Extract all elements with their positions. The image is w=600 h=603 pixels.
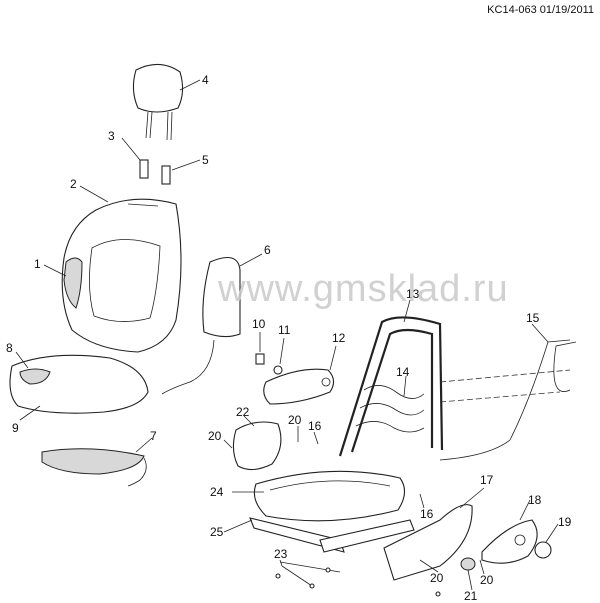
diagram-id: KC14-063 01/19/2011 xyxy=(487,4,594,16)
watermark: www.gmsklad.ru xyxy=(218,268,509,310)
callout-20c: 20 xyxy=(480,573,494,587)
callout-15: 15 xyxy=(526,311,540,325)
callout-18: 18 xyxy=(528,493,542,507)
callout-22: 22 xyxy=(236,405,250,419)
recline-handle xyxy=(481,519,538,564)
callout-2: 2 xyxy=(70,177,77,191)
callout-23: 23 xyxy=(274,547,288,561)
callout-4: 4 xyxy=(202,73,209,87)
callout-9: 9 xyxy=(12,421,19,435)
callout-6: 6 xyxy=(264,243,271,257)
callout-8: 8 xyxy=(6,341,13,355)
armrest-fasteners xyxy=(255,353,283,375)
callout-20a: 20 xyxy=(208,429,222,443)
heater-pad xyxy=(41,448,147,487)
callout-1: 1 xyxy=(34,257,41,271)
seat-back-frame xyxy=(338,316,444,457)
callout-20b: 20 xyxy=(288,413,302,427)
outer-trim-panel xyxy=(383,504,473,581)
headrest xyxy=(132,63,184,141)
armrest xyxy=(263,368,335,405)
callout-20d: 20 xyxy=(430,571,444,585)
leader-lines xyxy=(15,79,559,591)
handle-cap xyxy=(534,541,552,559)
callout-21: 21 xyxy=(464,589,478,603)
headrest-guides xyxy=(139,159,171,185)
callout-17: 17 xyxy=(480,473,494,487)
recline-cable xyxy=(439,339,577,461)
callout-16a: 16 xyxy=(308,419,322,433)
seat-back-panel xyxy=(161,256,241,395)
callout-12: 12 xyxy=(332,331,346,345)
callout-19: 19 xyxy=(558,515,572,529)
adjuster-knob xyxy=(460,557,476,571)
seat-cushion xyxy=(9,354,149,414)
callout-11: 11 xyxy=(278,323,291,337)
callout-10: 10 xyxy=(252,317,266,331)
seat-adjuster xyxy=(249,470,415,553)
seat-back xyxy=(61,198,182,353)
callout-labels: 1 2 3 4 5 6 7 8 9 10 11 12 13 14 15 16 1… xyxy=(6,73,572,603)
screws xyxy=(275,561,441,597)
callout-13: 13 xyxy=(406,287,420,301)
callout-14: 14 xyxy=(396,365,410,379)
callout-3: 3 xyxy=(108,129,115,143)
inner-side-panel xyxy=(232,421,282,471)
callout-25: 25 xyxy=(210,525,224,539)
callout-5: 5 xyxy=(202,153,209,167)
callout-16b: 16 xyxy=(420,507,434,521)
callout-7: 7 xyxy=(150,429,157,443)
callout-24: 24 xyxy=(210,485,224,499)
